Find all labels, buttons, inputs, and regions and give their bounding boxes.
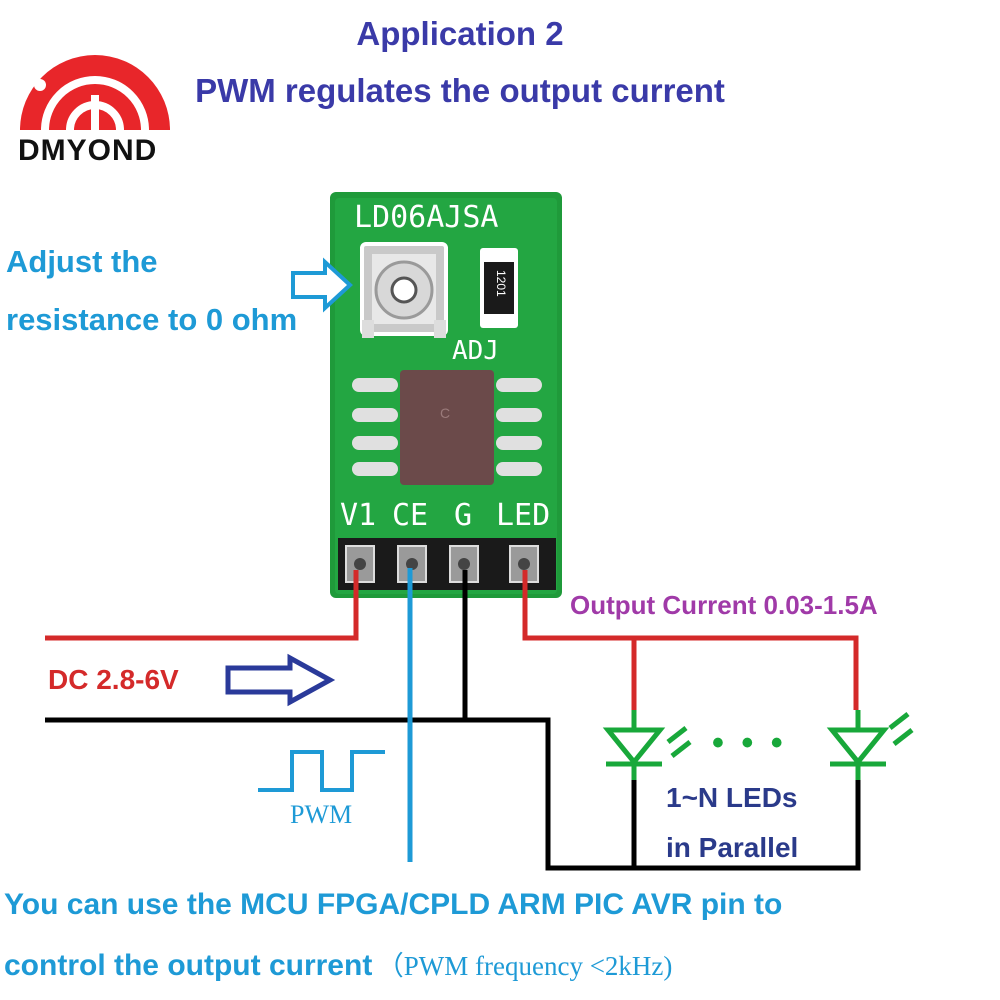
bottom-text-line1: You can use the MCU FPGA/CPLD ARM PIC AV… [4,888,783,921]
led-symbol-2 [826,710,914,780]
led-symbol-1 [602,710,692,780]
dc-arrow [225,653,336,707]
smd-resistor [480,248,518,328]
ic-chip [400,370,494,485]
chip-marking: C [440,405,451,421]
potentiometer [360,242,448,338]
resistor-code: 1201 [494,270,508,297]
adjust-text-line1: Adjust the [6,244,158,279]
pin-label-g: G [454,498,473,533]
adjust-text-line2: resistance to 0 ohm [6,302,298,337]
gnd-wire [45,717,861,871]
pwm-label: PWM [290,800,353,829]
adjust-arrow [291,257,353,313]
chip-pads [352,378,542,476]
leds-label-line1: 1~N LEDs [666,782,798,813]
pin-label-ce: CE [392,498,429,533]
leds-dots: • • • [712,724,787,762]
pin-label-v1: V1 [340,498,377,533]
pwm-waveform [258,750,385,792]
bottom-text-line2-note: （PWM frequency <2kHz) [376,951,673,981]
dc-label: DC 2.8-6V [48,664,179,695]
leds-label-line2: in Parallel [666,832,799,863]
pot-label: ADJ [452,336,499,366]
led-wire [522,570,859,710]
page-title: Application 2 [356,15,564,52]
pin-label-led: LED [496,498,551,533]
v1-wire [45,570,359,641]
bottom-text-line2: control the output current （PWM frequenc… [4,944,672,983]
page-subtitle: PWM regulates the output current [195,72,725,109]
logo-text: DMYOND [18,134,158,167]
board-label: LD06AJSA [354,200,499,235]
bottom-text-line2-main: control the output current [4,949,373,982]
output-current-label: Output Current 0.03-1.5A [570,590,878,620]
